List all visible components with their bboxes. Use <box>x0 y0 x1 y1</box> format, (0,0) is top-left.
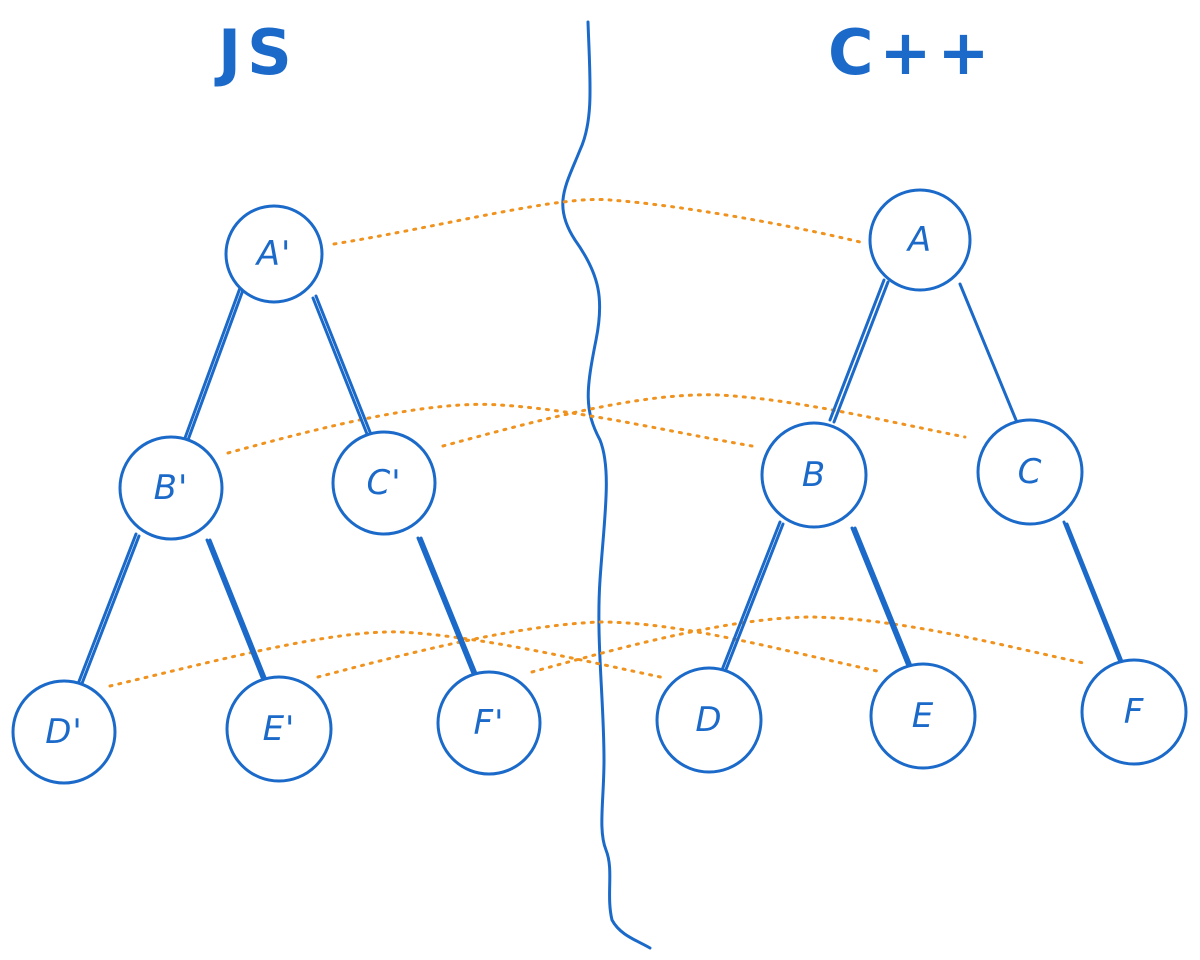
node-js-a-label: A' <box>256 234 292 274</box>
edge-cpp-a-b <box>828 278 890 424</box>
node-cpp-c: C <box>978 420 1082 524</box>
js-tree-edges <box>76 286 479 688</box>
edge-js-a-b <box>183 286 245 442</box>
node-cpp-e: E <box>871 664 975 768</box>
link-b <box>226 402 754 455</box>
node-cpp-b: B <box>762 423 866 527</box>
node-cpp-c-circle <box>976 418 1084 526</box>
node-js-e-circle <box>225 675 333 783</box>
node-js-e-label: E' <box>262 709 296 749</box>
node-js-c: C' <box>332 431 436 535</box>
node-cpp-d-circle <box>655 666 763 774</box>
node-js-a-circle <box>224 204 324 304</box>
edge-cpp-b-e <box>850 526 913 668</box>
node-cpp-f-label: F <box>1123 692 1145 732</box>
node-js-e: E' <box>227 677 331 781</box>
node-js-f: F' <box>437 671 541 775</box>
node-cpp-d-label: D <box>695 700 723 740</box>
node-cpp-d: D <box>657 668 761 772</box>
node-js-b: B' <box>119 436 223 540</box>
edge-cpp-a-c <box>958 282 1018 422</box>
js-title: JS <box>218 16 298 89</box>
node-cpp-f: F <box>1082 660 1186 764</box>
edge-js-c-f <box>416 536 479 678</box>
node-js-b-label: B' <box>153 468 189 508</box>
node-cpp-c-label: C <box>1017 452 1043 492</box>
node-cpp-b-circle <box>760 421 868 529</box>
node-cpp-f-circle <box>1080 658 1188 766</box>
edge-js-b-e <box>205 538 268 682</box>
edge-cpp-b-d <box>720 520 785 674</box>
link-d <box>108 630 667 688</box>
node-cpp-e-circle <box>869 662 977 770</box>
cpp-tree-edges <box>720 278 1125 674</box>
node-js-f-label: F' <box>473 703 505 743</box>
link-f <box>530 615 1090 674</box>
node-cpp-a-label: A <box>907 220 933 260</box>
cpp-tree-nodes <box>655 188 1188 774</box>
node-js-d-label: D' <box>45 712 83 752</box>
js-tree-nodes <box>11 204 542 785</box>
link-a <box>332 197 862 246</box>
edge-cpp-c-f <box>1062 520 1125 666</box>
edge-js-a-c <box>311 294 372 436</box>
node-cpp-b-label: B <box>801 455 827 495</box>
edge-js-b-d <box>76 532 141 688</box>
node-js-d-circle <box>11 679 117 785</box>
node-js-c-label: C' <box>366 463 402 503</box>
node-cpp-a: A <box>868 188 972 292</box>
node-js-b-circle <box>118 435 224 541</box>
divider-line <box>561 20 652 950</box>
node-js-d: D' <box>12 680 116 784</box>
node-js-c-circle <box>331 430 437 536</box>
cpp-title: C++ <box>828 16 996 89</box>
link-c <box>441 393 967 448</box>
link-e <box>316 620 879 679</box>
node-js-a: A' <box>222 202 326 306</box>
correspondence-links <box>108 197 1090 688</box>
node-cpp-a-circle <box>868 188 972 292</box>
node-js-f-circle <box>436 670 542 776</box>
node-cpp-e-label: E <box>911 696 935 736</box>
